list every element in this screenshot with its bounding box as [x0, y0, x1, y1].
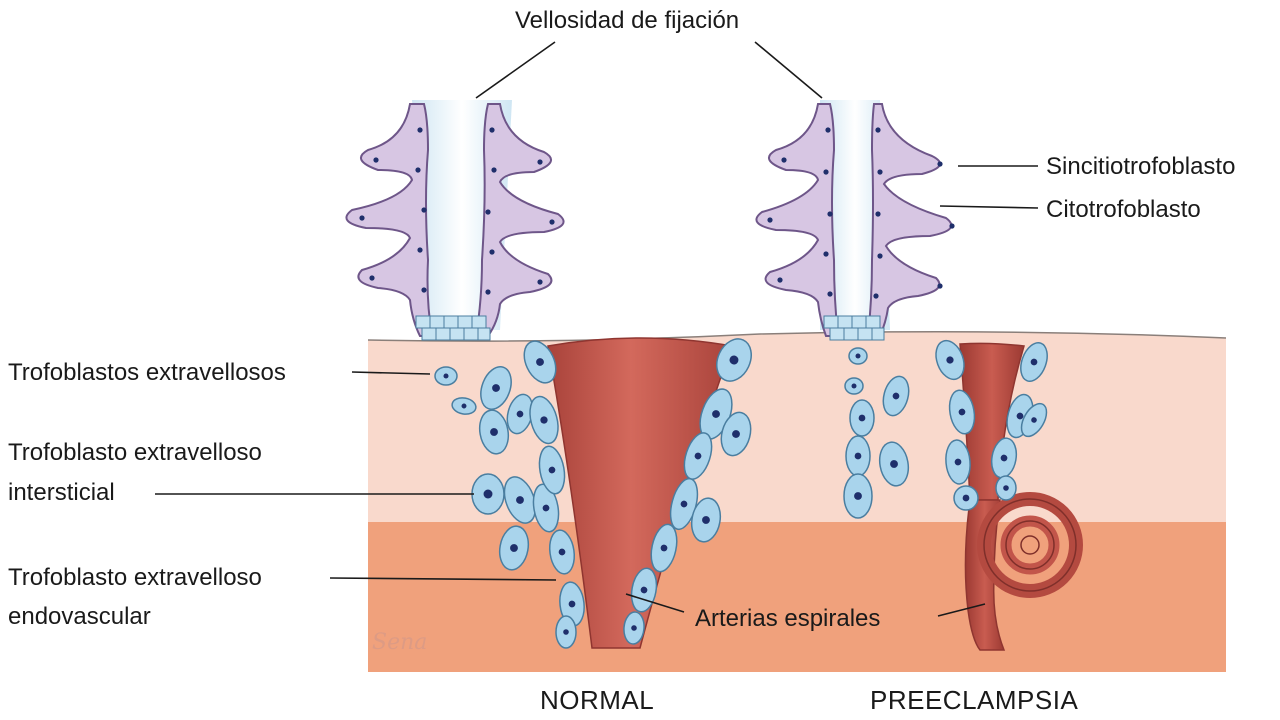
syncytiotrophoblast-layer-left: [345, 103, 434, 337]
villus-nucleus: [767, 217, 773, 223]
label-interstitial-line2: intersticial: [8, 479, 115, 506]
villus-nucleus: [937, 283, 943, 289]
trophoblast-cell: [882, 375, 910, 417]
villus-nucleus: [421, 207, 427, 213]
caption-normal: NORMAL: [540, 685, 655, 715]
villus-base-cells: [823, 315, 885, 341]
villus-nucleus: [781, 157, 787, 163]
spiral-artery-preeclampsia: [959, 342, 1083, 651]
decidua-surface-line: [367, 331, 1227, 342]
villus-nucleus: [825, 127, 831, 133]
label-anchoring-villus: Vellosidad de fijación: [515, 7, 740, 34]
trophoblast-cell: [478, 409, 510, 455]
label-cytotrophoblast: Citotrofoblasto: [1046, 196, 1201, 223]
trophoblast-cell: [650, 523, 678, 573]
trophoblast-cell: [848, 347, 868, 365]
trophoblast-cell: [529, 395, 559, 445]
label-endovascular-line1: Trofoblasto extravelloso: [8, 564, 262, 591]
villus-nucleus: [823, 251, 829, 257]
villus-base-cells: [415, 315, 491, 341]
trophoblast-cell: [843, 473, 873, 519]
villus-nucleus: [485, 209, 491, 215]
trophoblast-cell: [532, 483, 560, 533]
syncytiotrophoblast-layer-left: [755, 103, 840, 337]
villus-nucleus: [827, 291, 833, 297]
leader-villus-left: [475, 41, 556, 99]
villus-nucleus: [873, 293, 879, 299]
label-interstitial-line1: Trofoblasto extravelloso: [8, 439, 262, 466]
trophoblast-cell: [953, 485, 979, 511]
anchoring-villus-normal: [345, 100, 565, 341]
trophoblast-cell: [716, 338, 752, 382]
trophoblast-cell: [471, 473, 505, 515]
label-extravillous-trophoblasts: Trofoblastos extravellosos: [8, 359, 286, 386]
villus-nucleus: [875, 211, 881, 217]
syncytiotrophoblast-layer-right: [866, 103, 953, 337]
villus-nucleus: [877, 253, 883, 259]
leader-cyto: [939, 205, 1039, 209]
leader-arteries-right: [937, 603, 986, 617]
trophoblast-cell: [995, 475, 1017, 501]
villus-nucleus: [827, 211, 833, 217]
villus-nucleus: [417, 247, 423, 253]
villus-nucleus: [489, 127, 495, 133]
villus-nucleus: [489, 249, 495, 255]
trophoblast-cell: [548, 529, 576, 575]
trophoblast-cell: [1020, 342, 1048, 382]
leader-extravillous: [351, 371, 431, 375]
trophoblast-cell: [480, 366, 512, 410]
villus-nucleus: [415, 167, 421, 173]
extravillous-trophoblast-cells: [359, 127, 1048, 649]
leader-endovascular: [329, 577, 557, 581]
villus-nucleus: [949, 223, 955, 229]
trophoblast-cell: [523, 340, 557, 384]
trophoblast-cell: [720, 411, 752, 457]
villus-nucleus: [359, 215, 365, 221]
leader-villus-right: [754, 41, 823, 99]
caption-preeclampsia: PREECLAMPSIA: [870, 685, 1079, 715]
trophoblast-cell: [844, 377, 864, 395]
trophoblast-cell: [935, 339, 965, 381]
villus-nucleus: [421, 287, 427, 293]
label-spiral-arteries: Arterias espirales: [695, 605, 881, 632]
villus-nucleus: [373, 157, 379, 163]
villus-nucleus: [937, 161, 943, 167]
trophoblast-cell: [945, 439, 971, 485]
decidua-lower: [368, 522, 1226, 672]
trophoblast-cell: [878, 441, 910, 487]
villus-nucleus: [877, 169, 883, 175]
villus-nucleus: [823, 169, 829, 175]
trophoblast-cell: [948, 389, 976, 435]
trophoblast-cell: [434, 366, 458, 386]
trophoblast-cell: [503, 476, 537, 524]
villus-nucleus: [537, 279, 543, 285]
villus-nucleus: [369, 275, 375, 281]
leader-arteries-left: [625, 593, 685, 613]
trophoblast-cell: [538, 445, 566, 495]
trophoblast-cell: [849, 399, 875, 437]
trophoblast-cell: [506, 393, 534, 435]
villus-nucleus: [875, 127, 881, 133]
trophoblast-cell: [623, 611, 645, 645]
anchoring-villus-preeclampsia: [755, 100, 953, 341]
trophoblast-cell: [1020, 402, 1048, 438]
trophoblast-cell: [555, 615, 577, 649]
villus-nucleus: [537, 159, 543, 165]
label-syncytiotrophoblast: Sincitiotrofoblasto: [1046, 153, 1236, 180]
villus-nucleus: [417, 127, 423, 133]
trophoblast-cell: [683, 432, 713, 480]
villus-nucleus: [549, 219, 555, 225]
villus-nucleus: [485, 289, 491, 295]
trophoblast-cell: [690, 497, 722, 543]
label-endovascular-line2: endovascular: [8, 603, 151, 630]
leader-lines: [155, 41, 1039, 617]
villus-nucleus: [777, 277, 783, 283]
villus-nucleus: [491, 167, 497, 173]
trophoblast-cell: [845, 435, 871, 477]
trophoblast-cell: [498, 525, 530, 571]
artist-signature: Sena: [372, 630, 428, 655]
trophoblast-cell: [451, 397, 477, 415]
